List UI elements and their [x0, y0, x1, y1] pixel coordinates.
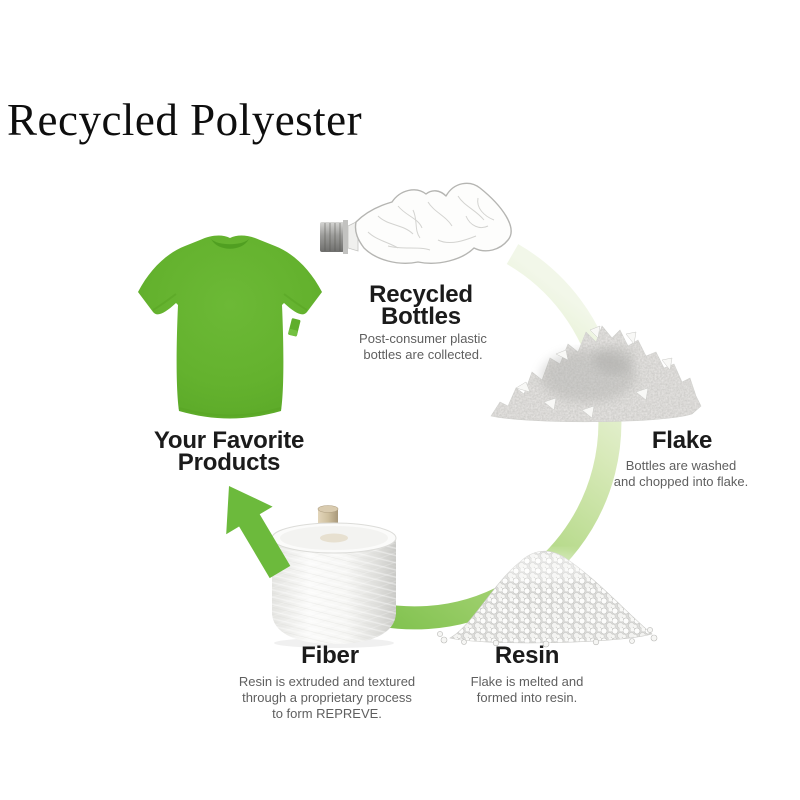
tshirt-illustration: [138, 235, 322, 419]
fiber-spool-illustration: [271, 505, 397, 648]
tshirt-collar: [211, 239, 249, 249]
stage-desc-resin: Flake is melted and formed into resin.: [470, 674, 584, 705]
scattered-pellets: [437, 627, 658, 648]
bottle-illustration: [320, 182, 512, 264]
stage-desc-flake: Bottles are washed and chopped into flak…: [613, 458, 749, 489]
stage-label-flake: Flake: [651, 427, 713, 454]
stage-label-your-favorite-products: Your Favorite Products: [153, 427, 305, 476]
stage-label-recycled-bottles: Recycled Bottles: [369, 281, 473, 330]
bottle-cap: [320, 220, 348, 254]
cycle-arrow-icon: [226, 486, 291, 579]
stage-label-fiber: Fiber: [301, 642, 359, 669]
page-title: Recycled Polyester: [7, 95, 363, 145]
stage-desc-fiber: Resin is extruded and textured through a…: [238, 674, 416, 721]
stage-label-resin: Resin: [494, 642, 560, 669]
resin-pile-illustration: [437, 550, 658, 648]
tshirt-tag: [288, 318, 301, 337]
stage-desc-recycled-bottles: Post-consumer plastic bottles are collec…: [359, 331, 487, 362]
bottle-crinkles: [367, 195, 495, 251]
flake-pile-illustration: [490, 325, 702, 423]
